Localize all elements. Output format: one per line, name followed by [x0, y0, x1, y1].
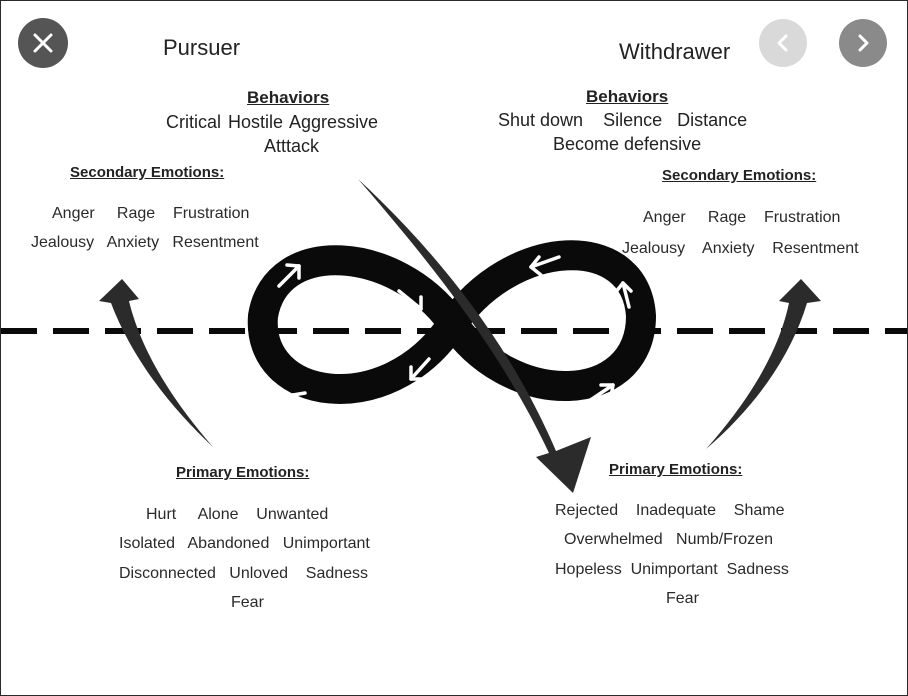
withdrawer-secondary-line-1: Anger Rage Frustration	[643, 209, 841, 226]
next-button[interactable]	[839, 19, 887, 67]
pursuer-title: Pursuer	[163, 35, 241, 60]
infinity-loop	[247, 240, 656, 404]
previous-button[interactable]	[759, 19, 807, 67]
pursuer-behaviors-heading: Behaviors	[247, 88, 330, 107]
withdrawer-primary-line-1: Rejected Inadequate Shame	[555, 502, 785, 519]
withdrawer-behaviors-line-2: Become defensive	[553, 134, 702, 154]
withdrawer-primary-line-4: Fear	[666, 590, 699, 607]
loop-arrow-6	[613, 281, 633, 309]
pursuer-primary-line-3: Disconnected Unloved Sadness	[119, 565, 369, 582]
chevron-left-icon	[777, 34, 788, 52]
withdrawer-title: Withdrawer	[619, 39, 731, 64]
withdrawer-behaviors-line-1: Shut down Silence Distance	[498, 110, 748, 130]
pursuer-primary-line-1: Hurt Alone Unwanted	[146, 506, 329, 523]
pursuer-secondary-line-1: Anger Rage Frustration	[52, 205, 250, 222]
diagonal-arrow	[358, 179, 591, 493]
pursuer-primary-line-2: Isolated Abandoned Unimportant	[119, 535, 370, 552]
pursuer-primary-line-4: Fear	[231, 594, 264, 611]
withdrawer-primary-line-3: Hopeless Unimportant Sadness	[555, 561, 789, 578]
loop-arrow-2	[397, 289, 423, 311]
close-button[interactable]	[18, 18, 68, 68]
loop-arrow-4	[291, 391, 321, 413]
chevron-right-icon	[858, 34, 869, 52]
pursuer-behaviors-line-2: Atttack	[264, 136, 320, 156]
withdrawer-secondary-heading: Secondary Emotions:	[662, 167, 817, 184]
loop-arrow-1	[277, 263, 301, 288]
withdrawer-primary-heading: Primary Emotions:	[609, 461, 743, 478]
close-icon	[33, 33, 53, 53]
loop-arrow-3	[409, 357, 431, 381]
pursuer-primary-heading: Primary Emotions:	[176, 464, 310, 481]
right-curved-arrow	[706, 279, 821, 449]
withdrawer-behaviors-heading: Behaviors	[586, 87, 669, 106]
withdrawer-primary-line-2: Overwhelmed Numb/Frozen	[564, 531, 773, 548]
pursuer-secondary-line-2: Jealousy Anxiety Resentment	[31, 234, 259, 251]
loop-direction-arrows	[277, 255, 633, 413]
pursuer-behaviors-line-1: Critical Hostile Aggressive	[166, 112, 379, 132]
loop-arrow-7	[587, 383, 615, 403]
pursuer-secondary-heading: Secondary Emotions:	[70, 164, 225, 181]
loop-arrow-5	[529, 255, 561, 277]
left-curved-arrow	[99, 279, 213, 447]
withdrawer-secondary-line-2: Jealousy Anxiety Resentment	[622, 240, 859, 257]
